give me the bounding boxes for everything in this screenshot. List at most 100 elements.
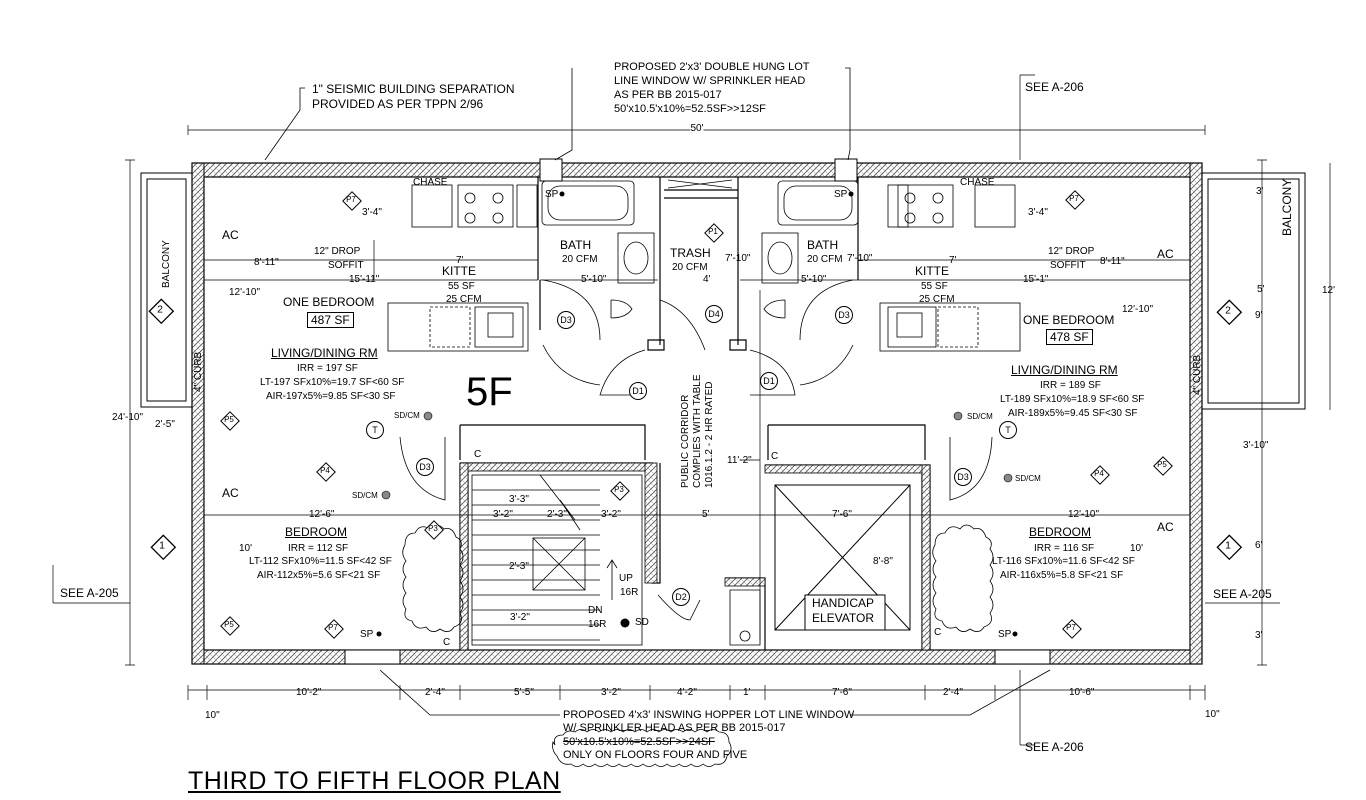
dim-label: 3'-4"	[362, 207, 382, 218]
partition-tag-p5[interactable]: P5	[1153, 456, 1173, 476]
door-tag-d3[interactable]: D3	[835, 306, 853, 324]
section-tag-2[interactable]: 2	[1216, 299, 1243, 326]
door-tag-d3[interactable]: D3	[557, 311, 575, 329]
section-tag-1[interactable]: 1	[150, 534, 177, 561]
sprinkler-label-2: SP	[834, 189, 848, 200]
partition-tag-p3[interactable]: P3	[424, 520, 444, 540]
thermostat-tag[interactable]: T	[366, 421, 384, 439]
partition-tag-p4[interactable]: P4	[316, 462, 336, 482]
partition-tag-p7[interactable]: P7	[1065, 190, 1085, 210]
dim-label: 7'	[456, 255, 464, 266]
partition-tag-p5[interactable]: P5	[220, 616, 240, 636]
balcony-left-label: BALCONY	[161, 240, 172, 288]
ref-see-a205-left[interactable]: SEE A-205	[60, 586, 119, 600]
note-seismic-line2: PROVIDED AS PER TPPN 2/96	[312, 97, 484, 111]
dim-label: 3'	[1255, 630, 1263, 641]
dim-label: 5'-10"	[581, 274, 607, 285]
kitchen-left-cfm: 25 CFM	[446, 294, 482, 305]
kitchen-right-cfm: 25 CFM	[919, 294, 955, 305]
dim-label: 5'	[1257, 284, 1265, 295]
dim-label: 4'-2"	[677, 687, 697, 698]
dim-label: 3'-2"	[601, 509, 621, 520]
trash-cfm: 20 CFM	[672, 262, 708, 273]
thermostat-tag[interactable]: T	[999, 421, 1017, 439]
corridor-c-label-4: C	[934, 627, 942, 638]
door-tag-d1[interactable]: D1	[629, 382, 647, 400]
bedroom-right-irr: IRR = 116 SF	[1034, 543, 1095, 554]
drop-soffit-right-2: SOFFIT	[1050, 260, 1086, 271]
dim-label: 8'-11"	[254, 257, 279, 268]
ac-label-4: AC	[1157, 520, 1174, 534]
dim-label: 8'-11"	[1100, 256, 1125, 267]
dim-label: 12'	[1322, 285, 1336, 296]
elevator-label-2: ELEVATOR	[812, 611, 875, 625]
sdcm-label-1: SD/CM	[394, 411, 420, 420]
plan-title: THIRD TO FIFTH FLOOR PLAN	[188, 767, 561, 795]
ref-see-a206-bottom[interactable]: SEE A-206	[1025, 740, 1084, 754]
note-corridor-line1: PUBLIC CORRIDOR	[680, 394, 691, 488]
corridor-c-label-3: C	[443, 637, 451, 648]
dim-label: 3'-10"	[1243, 440, 1269, 451]
partition-tag-p3[interactable]: P3	[610, 481, 630, 501]
dim-label: 3'-2"	[510, 612, 530, 623]
dimension-lines	[52, 74, 1331, 746]
note-window-bottom-line1: PROPOSED 4'x3' INSWING HOPPER LOT LINE W…	[563, 709, 855, 721]
dim-label: 10'-6"	[1069, 687, 1095, 698]
ref-see-a205-right[interactable]: SEE A-205	[1213, 587, 1272, 601]
bedroom-left-name: BEDROOM	[285, 525, 348, 539]
smoke-detector-label: SD	[635, 617, 649, 628]
living-left-name: LIVING/DINING RM	[271, 346, 378, 360]
sdcm-label-3: SD/CM	[967, 412, 993, 421]
dim-label: 2'-3"	[509, 561, 529, 572]
dim-label: 12'-10"	[1122, 304, 1154, 315]
sdcm-label-2: SD/CM	[352, 491, 378, 500]
note-window-top-line1: PROPOSED 2'x3' DOUBLE HUNG LOT	[614, 61, 810, 73]
dim-label: 3'	[1256, 186, 1264, 197]
dim-label: 10'-2"	[296, 687, 322, 698]
bedroom-left-lt: LT-112 SFx10%=11.5 SF<42 SF	[249, 556, 392, 567]
sdcm-label-4: SD/CM	[1015, 474, 1041, 483]
bedroom-right-lt: LT-116 SFx10%=11.6 SF<42 SF	[992, 556, 1135, 567]
dim-label: 7'-6"	[832, 509, 852, 520]
kitchen-left-area: 55 SF	[448, 281, 475, 292]
note-corridor-line2: COMPLIES WITH TABLE	[692, 374, 703, 488]
section-tag-2[interactable]: 2	[148, 298, 175, 325]
sprinkler-label-1: SP	[545, 189, 559, 200]
partition-tag-p7[interactable]: P7	[342, 191, 362, 211]
bedroom-left-irr: IRR = 112 SF	[288, 543, 349, 554]
partition-tag-p7[interactable]: P7	[1062, 619, 1082, 639]
dim-label: 24'-10"	[112, 412, 144, 423]
dim-label: 15'-1"	[1023, 274, 1049, 285]
living-left-irr: IRR = 197 SF	[297, 363, 358, 374]
unit-left-area: 487 SF	[307, 312, 354, 328]
floor-level-label: 5F	[466, 370, 513, 414]
unit-left-name: ONE BEDROOM	[283, 295, 375, 309]
door-tag-d1[interactable]: D1	[760, 372, 778, 390]
partition-tag-p5[interactable]: P5	[220, 411, 240, 431]
leader-lines	[264, 67, 1051, 716]
door-tag-d4[interactable]: D4	[705, 305, 723, 323]
door-tag-d3[interactable]: D3	[416, 458, 434, 476]
dim-label: 1'	[743, 687, 751, 698]
partition-tag-p1[interactable]: P1	[704, 223, 724, 243]
ref-see-a206-top[interactable]: SEE A-206	[1025, 80, 1084, 94]
dim-label: 10"	[1205, 709, 1220, 720]
door-tag-d3[interactable]: D3	[954, 468, 972, 486]
dim-label: 5'-5"	[514, 687, 534, 698]
section-tag-1[interactable]: 1	[1216, 534, 1243, 561]
chase-right-label: CHASE	[960, 177, 995, 188]
dim-label: 5'-10"	[801, 274, 827, 285]
dim-label: 2'-4"	[943, 687, 963, 698]
partition-tag-p4[interactable]: P4	[1090, 465, 1110, 485]
smoke-detectors	[381, 411, 1013, 500]
sprinkler-label-3: SP	[360, 629, 374, 640]
door-tag-d2[interactable]: D2	[672, 588, 690, 606]
stair-down-risers: 16R	[588, 619, 607, 630]
fixture-dots	[376, 191, 1018, 637]
partition-tag-p7[interactable]: P7	[324, 619, 344, 639]
dim-label: 7'	[949, 255, 957, 266]
drop-soffit-right-1: 12" DROP	[1048, 246, 1095, 257]
balconies	[140, 172, 1306, 410]
curb-left-label: 4" CURB	[193, 351, 204, 392]
wall-fill	[459, 462, 931, 651]
